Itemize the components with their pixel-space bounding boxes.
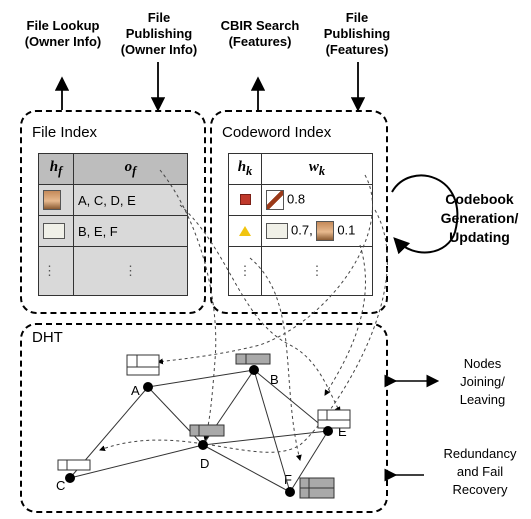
weights-cell: 0.7, 0.1 bbox=[261, 215, 373, 247]
table-row: ⋮ ⋮ bbox=[38, 246, 188, 296]
file-publishing-owner-label: File Publishing (Owner Info) bbox=[120, 10, 198, 57]
codeword-index-title: Codeword Index bbox=[222, 124, 332, 141]
node-f-label: F bbox=[284, 472, 292, 487]
node-b-label: B bbox=[270, 372, 279, 387]
owners-cell: A, C, D, E bbox=[73, 184, 188, 216]
violin-thumbnail-icon bbox=[266, 190, 284, 210]
ellipsis-cell: ⋮ bbox=[73, 246, 188, 296]
bicycle-thumbnail-icon bbox=[43, 223, 65, 240]
table-row: B, E, F bbox=[38, 215, 188, 247]
file-publishing-features-label: File Publishing (Features) bbox=[323, 10, 391, 57]
dht-title: DHT bbox=[32, 329, 63, 346]
nodes-joining-label: Nodes Joining/ Leaving bbox=[459, 356, 506, 407]
node-e-label: E bbox=[338, 424, 347, 439]
codebook-label: Codebook Generation/ Updating bbox=[440, 191, 519, 245]
node-c-label: C bbox=[56, 478, 66, 493]
hf-header: hf bbox=[38, 153, 74, 185]
marker-cell bbox=[228, 184, 262, 216]
cbir-search-label: CBIR Search (Features) bbox=[220, 18, 300, 49]
owners-cell: B, E, F bbox=[73, 215, 188, 247]
yellow-triangle-icon bbox=[239, 225, 251, 236]
face-thumbnail-cell bbox=[38, 184, 74, 216]
table-header-row: hk wk bbox=[228, 153, 373, 185]
table-row: ⋮ ⋮ bbox=[228, 246, 373, 296]
hk-header: hk bbox=[228, 153, 262, 185]
ellipsis-cell: ⋮ bbox=[261, 246, 373, 296]
of-header: of bbox=[73, 153, 188, 185]
node-a-label: A bbox=[131, 383, 140, 398]
node-d-label: D bbox=[200, 456, 210, 471]
codeword-index-table: hk wk 0.8 0.7, 0.1 ⋮ ⋮ bbox=[228, 153, 373, 296]
ellipsis-cell: ⋮ bbox=[38, 246, 74, 296]
redundancy-label: Redundancy and Fail Recovery bbox=[443, 446, 517, 497]
dht-panel bbox=[20, 323, 388, 513]
table-row: A, C, D, E bbox=[38, 184, 188, 216]
bicycle-thumbnail-icon bbox=[266, 223, 288, 239]
table-row: 0.8 bbox=[228, 184, 373, 216]
file-index-table: hf of A, C, D, E B, E, F ⋮ ⋮ bbox=[38, 153, 188, 296]
bike-thumbnail-cell bbox=[38, 215, 74, 247]
table-header-row: hf of bbox=[38, 153, 188, 185]
marker-cell bbox=[228, 215, 262, 247]
table-row: 0.7, 0.1 bbox=[228, 215, 373, 247]
weights-cell: 0.8 bbox=[261, 184, 373, 216]
red-square-icon bbox=[239, 193, 251, 205]
face-thumbnail-icon bbox=[43, 190, 61, 210]
file-index-title: File Index bbox=[32, 124, 98, 141]
file-lookup-label: File Lookup (Owner Info) bbox=[24, 18, 102, 49]
face-thumbnail-icon bbox=[316, 221, 335, 241]
wk-header: wk bbox=[261, 153, 373, 185]
ellipsis-cell: ⋮ bbox=[228, 246, 262, 296]
